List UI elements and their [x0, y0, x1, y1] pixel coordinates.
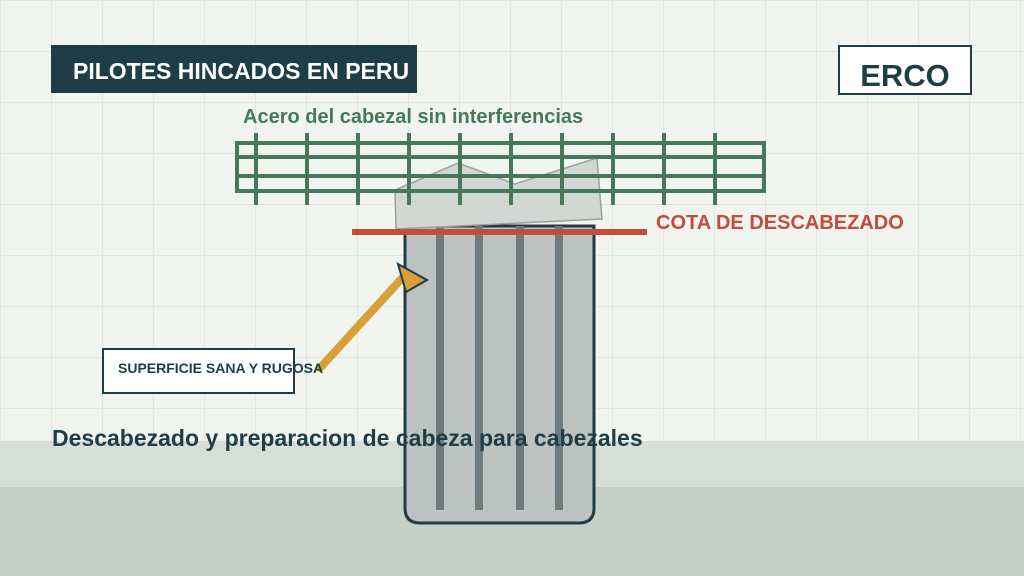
- page-title: PILOTES HINCADOS EN PERU: [51, 45, 417, 93]
- pile-rebars: [436, 226, 563, 510]
- pile-rebar: [555, 226, 563, 510]
- brand-logo: ERCO: [838, 45, 972, 95]
- cap-steel-cage: [235, 133, 766, 205]
- cap-steel-frame: [235, 141, 766, 193]
- steel-label: Acero del cabezal sin interferencias: [243, 106, 584, 128]
- diagram-caption: Descabezado y preparacion de cabeza para…: [52, 425, 643, 451]
- pile-rebar: [516, 226, 524, 510]
- surface-label: SUPERFICIE SANA Y RUGOSA: [118, 360, 324, 376]
- cut-level-line: [352, 229, 647, 235]
- cut-level-label: COTA DE DESCABEZADO: [656, 212, 904, 234]
- pile-rebar: [436, 226, 444, 510]
- pointer-arrow-head: [396, 261, 430, 294]
- pointer-arrow-shaft: [316, 272, 408, 372]
- surface-label-box: [102, 348, 295, 394]
- pile-body: [403, 224, 596, 525]
- pile-rebar: [475, 226, 483, 510]
